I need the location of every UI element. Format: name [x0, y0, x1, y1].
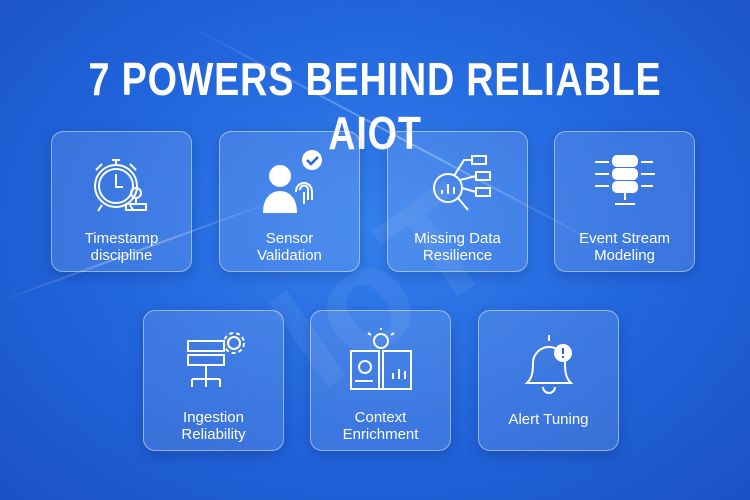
magnifier-chart-icon: [432, 155, 491, 211]
bell-alert-icon: [524, 335, 573, 394]
card-alert-tuning: Alert Tuning: [478, 310, 619, 451]
card-label: Alert Tuning: [508, 411, 589, 428]
user-fingerprint-check-icon: [262, 150, 322, 213]
database-monitor-icon: [594, 155, 655, 205]
stopwatch-stamp-icon: [93, 159, 147, 212]
page-title: 7 POWERS BEHIND RELIABLE AIOT: [88, 53, 662, 159]
book-lightbulb-icon: [349, 328, 412, 390]
server-gear-icon: [186, 332, 245, 387]
